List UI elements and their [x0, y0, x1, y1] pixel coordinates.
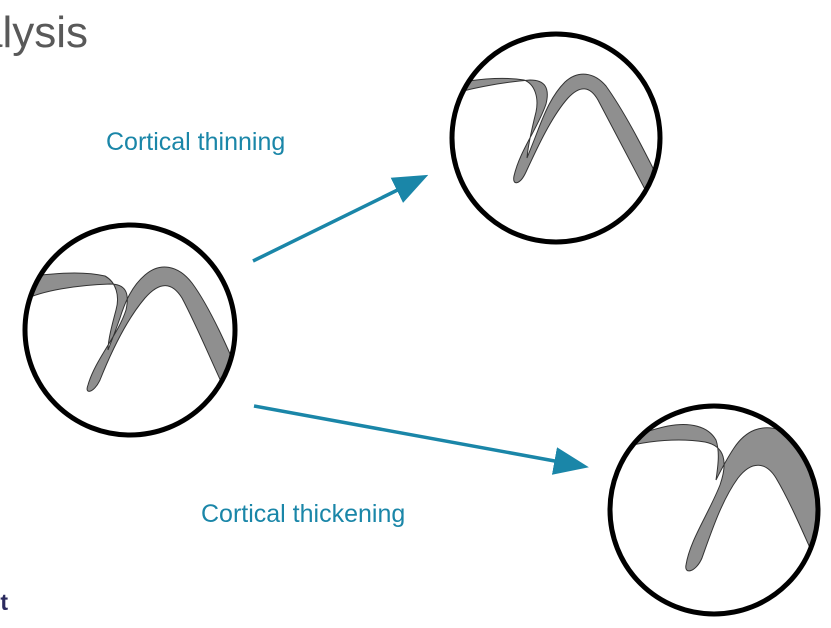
- baseline-cortex-shape: [25, 266, 235, 406]
- thinning-cortex-circle: [449, 31, 663, 245]
- thinning-cortex-shape: [452, 73, 660, 196]
- thickening-cortex-circle: [607, 403, 821, 617]
- slide-title: alysis: [0, 8, 89, 57]
- baseline-cortex-circle: [22, 222, 238, 438]
- thickening-arrow: [253, 404, 589, 475]
- bottom-partial-text: it: [0, 589, 9, 615]
- thinning-arrow: [252, 174, 429, 263]
- cortical-thinning-label: Cortical thinning: [106, 128, 286, 156]
- thickening-cortex-shape: [619, 424, 818, 572]
- cortical-thickening-label: Cortical thickening: [201, 500, 406, 528]
